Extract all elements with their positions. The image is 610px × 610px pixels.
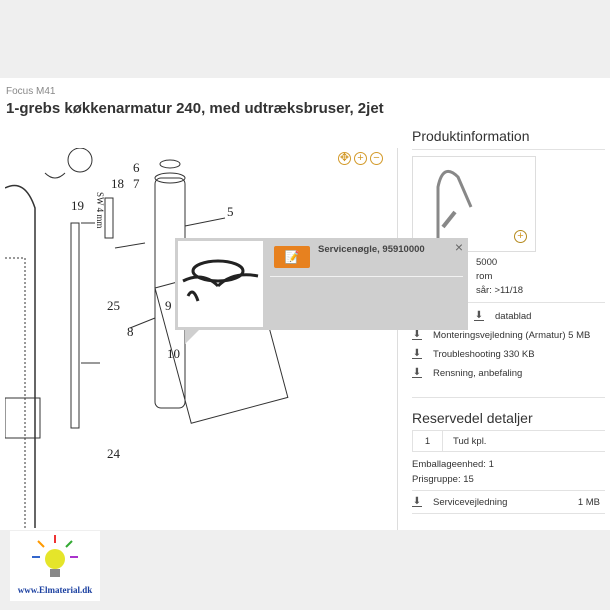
zoom-icon[interactable]: + bbox=[514, 230, 527, 243]
download-icon: ⬇ bbox=[412, 495, 422, 507]
label-6: 6 bbox=[133, 160, 140, 175]
doc-label: Rensning, anbefaling bbox=[433, 368, 523, 379]
reset-icon[interactable]: ✥ bbox=[338, 152, 351, 165]
label-18: 18 bbox=[111, 176, 124, 191]
popup-title: Servicenøgle, 95910000 bbox=[318, 244, 425, 255]
popup-divider bbox=[270, 276, 463, 277]
popup-pointer bbox=[185, 330, 199, 344]
label-5: 5 bbox=[227, 204, 234, 219]
doc-item[interactable]: ⬇ Rensning, anbefaling bbox=[412, 364, 605, 383]
part-popup: 📝 Servicenøgle, 95910000 × bbox=[175, 238, 468, 330]
doc-item[interactable]: ⬇ datablad bbox=[412, 307, 605, 326]
doc-label: Troubleshooting 330 KB bbox=[433, 349, 535, 360]
divider bbox=[397, 148, 398, 530]
label-sw: SW 4 mm bbox=[95, 192, 105, 228]
service-doc[interactable]: ⬇ Servicevejledning 1 MB bbox=[412, 490, 605, 514]
spare-qty: 1 bbox=[413, 431, 443, 451]
page-title: 1-grebs køkkenarmatur 240, med udtræksbr… bbox=[6, 100, 384, 117]
doc-item[interactable]: ⬇ Monteringsvejledning (Armatur) 5 MB bbox=[412, 326, 605, 345]
zoom-out-icon[interactable]: − bbox=[370, 152, 383, 165]
label-24: 24 bbox=[107, 446, 121, 461]
pack-unit: Emballageenhed: 1 bbox=[412, 459, 494, 470]
zoom-controls: ✥ + − bbox=[338, 152, 383, 165]
add-to-list-button[interactable]: 📝 bbox=[274, 246, 310, 268]
meta-line: 5000 bbox=[476, 257, 498, 268]
doc-label: Monteringsvejledning (Armatur) 5 MB bbox=[433, 330, 591, 341]
logo-text: www.Elmaterial.dk bbox=[17, 585, 93, 595]
download-icon: ⬇ bbox=[474, 310, 484, 321]
label-8: 8 bbox=[127, 324, 134, 339]
doc-label: datablad bbox=[495, 311, 532, 322]
download-icon: ⬇ bbox=[412, 348, 422, 359]
product-heading: Produktinformation bbox=[412, 128, 605, 150]
label-10: 10 bbox=[167, 346, 180, 361]
label-19: 19 bbox=[71, 198, 84, 213]
doc-size: 1 MB bbox=[577, 496, 600, 508]
exploded-diagram[interactable]: 19 18 6 7 5 SW 4 mm 25 9 8 10 24 bbox=[5, 148, 395, 530]
product-meta: 5000 rom sår: >11/18 bbox=[412, 256, 605, 298]
spare-heading: Reservedel detaljer bbox=[412, 410, 533, 426]
breadcrumb[interactable]: Focus M41 bbox=[6, 86, 56, 97]
meta-line: rom bbox=[476, 271, 493, 282]
doc-label: Servicevejledning bbox=[433, 496, 508, 508]
product-image[interactable]: + bbox=[412, 156, 536, 253]
zoom-in-icon[interactable]: + bbox=[354, 152, 367, 165]
notepad-icon: 📝 bbox=[284, 250, 300, 264]
spare-row[interactable]: 1 Tud kpl. bbox=[412, 430, 605, 452]
download-icon: ⬇ bbox=[412, 367, 422, 378]
doc-item[interactable]: ⬇ Troubleshooting 330 KB bbox=[412, 345, 605, 364]
price-group: Prisgruppe: 15 bbox=[412, 474, 474, 485]
product-panel: Produktinformation + 5000 rom sår: >11/1… bbox=[412, 128, 605, 514]
label-25: 25 bbox=[107, 298, 120, 313]
part-image bbox=[178, 241, 263, 327]
download-icon: ⬇ bbox=[412, 329, 422, 340]
spare-info: Emballageenhed: 1 Prisgruppe: 15 bbox=[412, 457, 605, 490]
close-icon[interactable]: × bbox=[454, 239, 463, 255]
label-9: 9 bbox=[165, 298, 172, 313]
label-7: 7 bbox=[133, 176, 140, 191]
document-list: ⬇ datablad ⬇ Monteringsvejledning (Armatur… bbox=[412, 302, 605, 383]
logo: www.Elmaterial.dk bbox=[10, 531, 100, 601]
spare-name: Tud kpl. bbox=[453, 435, 487, 447]
meta-line: sår: >11/18 bbox=[476, 285, 524, 296]
